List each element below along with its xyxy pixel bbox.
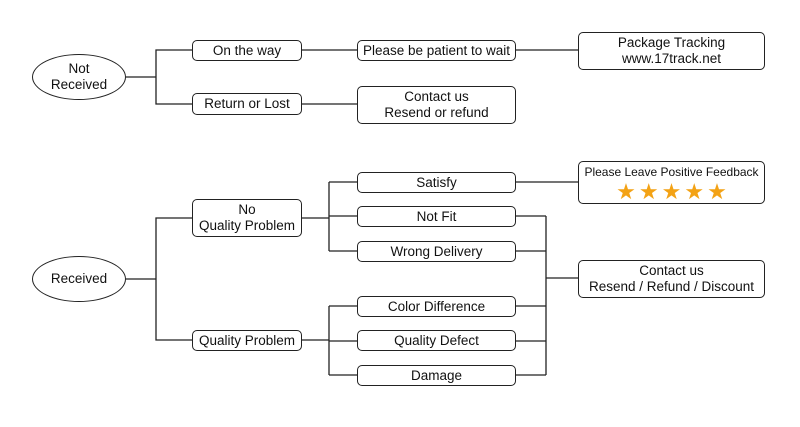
color-difference-node: Color Difference <box>357 296 516 317</box>
contact-resend-refund-discount-node: Contact us Resend / Refund / Discount <box>578 260 765 298</box>
connector-quality-branch <box>302 305 357 376</box>
wrong-delivery-node: Wrong Delivery <box>357 241 516 262</box>
quality-problem-node: Quality Problem <box>192 330 302 351</box>
wrong-delivery-label: Wrong Delivery <box>390 243 483 259</box>
star-icon: ★ <box>638 178 659 204</box>
star-icon: ★ <box>684 178 705 204</box>
not-fit-node: Not Fit <box>357 206 516 227</box>
contact-us-label-2: Contact us <box>639 263 704 278</box>
positive-feedback-label: Please Leave Positive Feedback <box>584 164 759 179</box>
connector-received-root <box>126 217 192 341</box>
not-fit-label: Not Fit <box>416 208 457 224</box>
connector-no-quality-branch <box>302 181 357 252</box>
color-difference-label: Color Difference <box>387 298 486 314</box>
damage-label: Damage <box>410 367 463 383</box>
on-the-way-node: On the way <box>192 40 302 61</box>
no-quality-problem-node: No Quality Problem <box>192 199 302 237</box>
received-label: Received <box>50 271 108 286</box>
tracking-url: www.17track.net <box>621 51 722 66</box>
star-icon: ★ <box>661 178 682 204</box>
connector-not-received-root <box>126 49 192 105</box>
be-patient-label: Please be patient to wait <box>362 42 511 58</box>
star-icon: ★ <box>707 178 727 204</box>
not-received-node: Not Received <box>32 54 126 100</box>
positive-feedback-node: Please Leave Positive Feedback ★★★★★ <box>578 161 765 204</box>
on-the-way-label: On the way <box>212 42 282 58</box>
connector-issues-to-contact <box>516 215 578 376</box>
be-patient-node: Please be patient to wait <box>357 40 516 61</box>
not-received-line1: Not <box>68 61 90 76</box>
resend-refund-discount-label: Resend / Refund / Discount <box>588 279 755 294</box>
satisfy-label: Satisfy <box>416 174 457 190</box>
no-quality-line2: Quality Problem <box>198 218 296 233</box>
contact-us-label: Contact us <box>404 89 469 104</box>
return-or-lost-label: Return or Lost <box>204 96 290 111</box>
package-tracking-label: Package Tracking <box>617 35 726 50</box>
no-quality-line1: No <box>238 202 256 217</box>
satisfy-node: Satisfy <box>357 172 516 193</box>
package-tracking-node: Package Tracking www.17track.net <box>578 32 765 70</box>
resend-or-refund-label: Resend or refund <box>384 105 489 120</box>
quality-defect-node: Quality Defect <box>357 330 516 351</box>
return-or-lost-node: Return or Lost <box>192 93 302 115</box>
five-star-rating: ★★★★★ <box>616 178 727 204</box>
star-icon: ★ <box>616 178 636 204</box>
not-received-line2: Received <box>50 77 108 92</box>
damage-node: Damage <box>357 365 516 386</box>
contact-resend-refund-node: Contact us Resend or refund <box>357 86 516 124</box>
received-node: Received <box>32 256 126 302</box>
quality-defect-label: Quality Defect <box>394 332 479 348</box>
quality-problem-label: Quality Problem <box>198 332 296 348</box>
